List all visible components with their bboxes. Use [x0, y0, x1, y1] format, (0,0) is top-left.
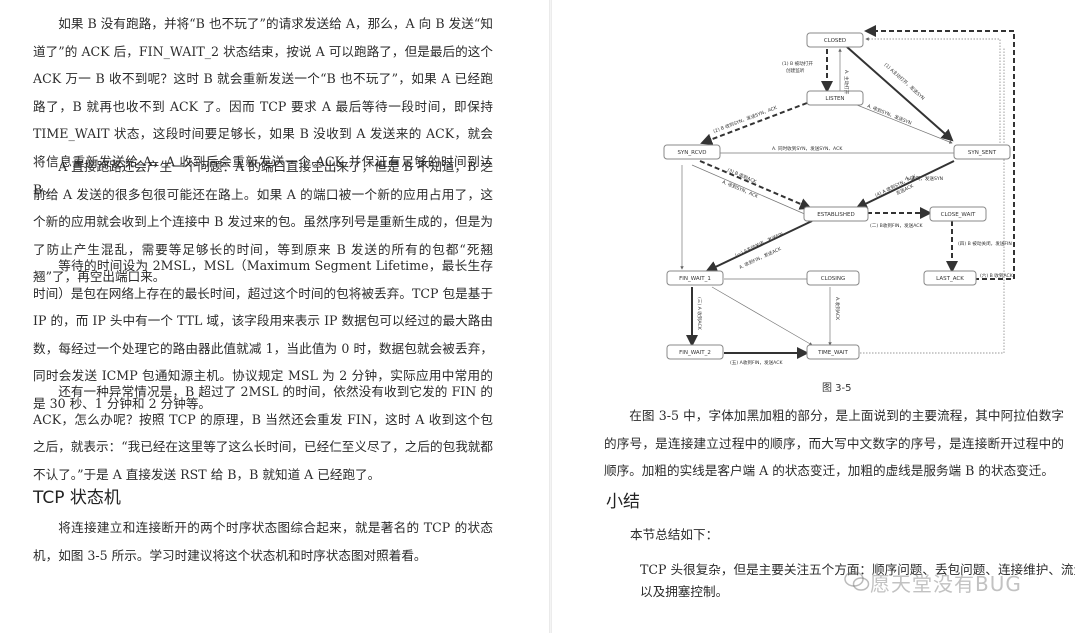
- svg-text:SYN_RCVD: SYN_RCVD: [677, 150, 706, 156]
- state-established: ESTABLISHED: [803, 206, 869, 222]
- section-heading-tcp-state-machine: TCP 状态机: [33, 488, 121, 508]
- label-17: (五) A收到FIN，发送ACK: [730, 359, 783, 366]
- label-6: A. 主动打开: [843, 70, 850, 95]
- svg-text:CLOSE_WAIT: CLOSE_WAIT: [941, 212, 976, 218]
- paragraph-1: 如果 B 没有跑路，并将“B 也不玩了”的请求发送给 A，那么，A 向 B 发送…: [33, 16, 493, 197]
- book-spine: [549, 0, 552, 633]
- label-5: (1) A主动打开，发送SYN: [883, 61, 927, 101]
- label-13: (一) A主动关闭，发送FIN: [734, 230, 784, 258]
- summary-bullet: • TCP 头很复杂，但是主要关注五个方面：顺序问题、丢包问题、连接维护、流量控…: [640, 556, 1075, 583]
- state-closed: CLOSED: [806, 32, 864, 48]
- state-fin-wait-2: FIN_WAIT_2: [666, 344, 724, 360]
- figure-caption: 图 3-5: [822, 383, 852, 394]
- summary-bullet-line-1: TCP 头很复杂，但是主要关注五个方面：顺序问题、丢包问题、连接维护、流量控制、: [640, 562, 1075, 577]
- label-10: (二) B收到FIN，发送ACK: [870, 222, 923, 229]
- state-listen: LISTEN: [806, 90, 864, 106]
- figure-description: 在图 3-5 中，字体加黑加粗的部分，是上面说到的主要流程，其中阿拉伯数字的序号…: [604, 408, 1064, 479]
- section-heading-summary: 小结: [606, 492, 640, 512]
- svg-text:ESTABLISHED: ESTABLISHED: [817, 212, 854, 218]
- label-9: A. 关闭，发送SYN: [905, 175, 943, 182]
- svg-text:LAST_ACK: LAST_ACK: [936, 276, 964, 282]
- label-15: (三) A 收到ACK: [696, 297, 703, 331]
- label-11: (四) B 被动关闭，发送FIN: [958, 240, 1012, 247]
- watermark-text: 愿天堂没有BUG: [870, 572, 1022, 596]
- paragraph-3: 等待的时间设为 2MSL，MSL（Maximum Segment Lifetim…: [33, 258, 493, 411]
- state-closing: CLOSING: [806, 270, 860, 286]
- state-last-ack: LAST_ACK: [923, 270, 977, 286]
- svg-text:LISTEN: LISTEN: [825, 96, 844, 102]
- wechat-logo-icon: [844, 571, 870, 591]
- left-page: 如果 B 没有跑路，并将“B 也不玩了”的请求发送给 A，那么，A 向 B 发送…: [33, 16, 493, 563]
- label-8: A. 收到SYN，发送SYN: [866, 102, 912, 126]
- state-syn-rcvd: SYN_RCVD: [663, 144, 721, 160]
- paragraph-4: 还有一种异常情况是，B 超过了 2MSL 的时间，依然没有收到它发的 FIN 的…: [33, 384, 493, 482]
- tcp-state-diagram: CLOSED LISTEN SYN_RCVD SYN_SENT ESTABLIS…: [663, 25, 1015, 366]
- label-2: (2) B 收到SYN，发送SYN，ACK: [712, 104, 779, 135]
- label-1: (1) B 被动打开: [782, 60, 813, 67]
- state-time-wait: TIME_WAIT: [806, 344, 860, 360]
- label-1b: 创建监听: [786, 67, 805, 74]
- state-fin-wait-1: FIN_WAIT_1: [666, 270, 724, 286]
- label-12: (六) B 收到ACK: [980, 272, 1014, 279]
- label-16: A.收到ACK: [834, 297, 841, 321]
- paragraph-2: A 直接跑路还会产生一个问题：A 的端口直接空出来了，但是 B 不知道，B 之前…: [33, 159, 493, 285]
- summary-bullet-line-2: 以及拥塞控制。: [640, 584, 729, 599]
- state-syn-sent: SYN_SENT: [953, 144, 1011, 160]
- svg-text:CLOSED: CLOSED: [824, 38, 846, 44]
- state-close-wait: CLOSE_WAIT: [929, 206, 987, 222]
- label-7: A. 同时收到SYN，发送SYN、ACK: [772, 145, 843, 152]
- svg-text:FIN_WAIT_2: FIN_WAIT_2: [679, 350, 711, 356]
- right-page: CLOSED LISTEN SYN_RCVD SYN_SENT ESTABLIS…: [552, 0, 1080, 633]
- svg-text:SYN_SENT: SYN_SENT: [968, 150, 997, 156]
- summary-intro: 本节总结如下：: [630, 527, 719, 542]
- svg-text:CLOSING: CLOSING: [821, 276, 846, 282]
- svg-text:FIN_WAIT_1: FIN_WAIT_1: [679, 276, 711, 282]
- svg-text:TIME_WAIT: TIME_WAIT: [817, 350, 848, 356]
- paragraph-5: 将连接建立和连接断开的两个时序状态图综合起来，就是著名的 TCP 的状态机，如图…: [33, 520, 493, 563]
